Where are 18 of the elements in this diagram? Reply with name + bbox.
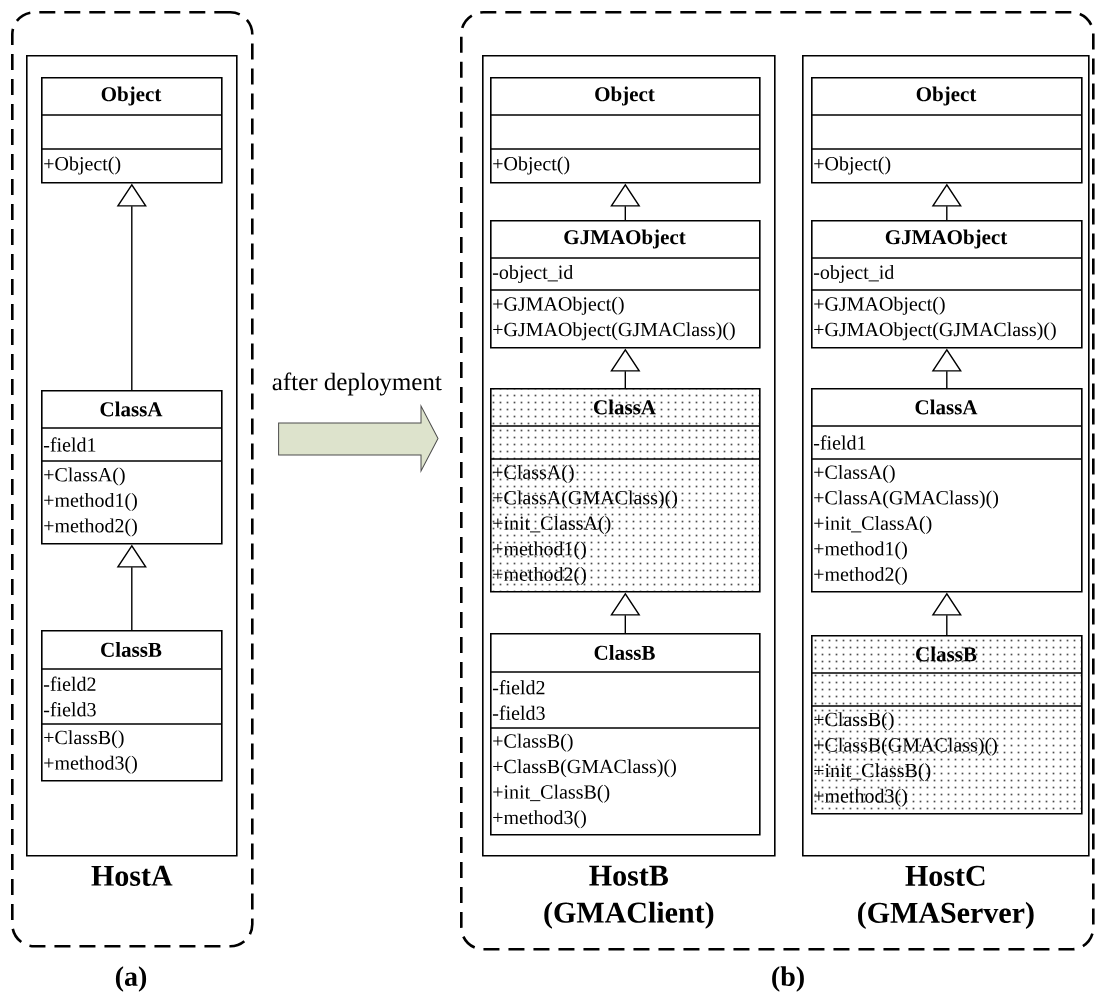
class-box: Object +Object() — [489, 77, 761, 184]
node-label: HostB (GMAClient) — [544, 865, 714, 929]
node-label: HostA — [91, 865, 173, 886]
class-box: GJMAObject -object_id +GJMAObject() +GJMAObject(GJMAClass)() — [489, 220, 761, 349]
block-arrow — [278, 405, 439, 472]
node-label: HostC (GMAServer) — [858, 865, 1034, 930]
class-box: ClassA -field1 +ClassA() +ClassA(GMAClass)() +init_ClassA() +method1() +method2() — [810, 388, 1083, 593]
class-box: ClassB -field2 -field3 +ClassB() +ClassB(GMAClass)() +init_ClassB() +method3() — [489, 633, 761, 836]
node-label: (a) — [115, 966, 147, 992]
edge-label: after deployment — [272, 372, 442, 396]
class-box: Object +Object() — [810, 77, 1083, 184]
class-box: ClassA -field1 +ClassA() +method1() +method2() — [40, 390, 223, 545]
class-box: ClassB -field2 -field3 +ClassB() +method3() — [40, 630, 223, 782]
class-box: ClassB +ClassB() +ClassB(GMAClass)() +init_ClassB() +method3() — [810, 635, 1083, 815]
node-label: (b) — [772, 966, 804, 992]
class-box: ClassA +ClassA() +ClassA(GMAClass)() +init_ClassA() +method1() +method2() — [489, 388, 761, 593]
class-box: GJMAObject -object_id +GJMAObject() +GJMAObject(GJMAClass)() — [810, 220, 1083, 349]
class-box: Object +Object() — [40, 77, 223, 184]
